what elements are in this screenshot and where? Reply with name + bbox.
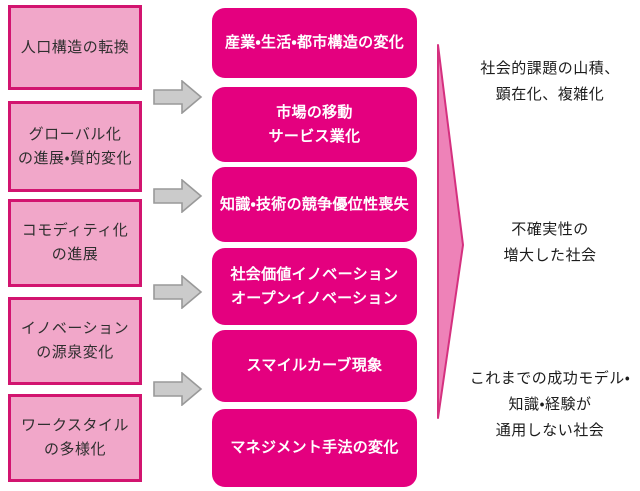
left-box-globalization: グローバル化 の進展・質的変化 <box>8 101 142 192</box>
left-box-population: 人口構造の転換 <box>8 5 142 90</box>
right-arrow-icon <box>153 179 203 213</box>
left-box-commoditization: コモディティ化 の進展 <box>8 199 142 287</box>
middle-box-management-change: マネジメント手法の変化 <box>212 409 417 487</box>
right-label-text: 社会的課題の山積、 顕在化、複雑化 <box>480 60 620 103</box>
left-box-label: コモディティ化 の進展 <box>21 222 129 263</box>
right-label-uncertainty: 不確実性の 増大した社会 <box>452 217 640 269</box>
funnel-triangle-icon <box>437 44 464 419</box>
middle-box-competitive-loss: 知識・技術の競争優位性喪失 <box>212 167 417 242</box>
middle-box-label: マネジメント手法の変化 <box>230 439 399 456</box>
right-label-social-issues: 社会的課題の山積、 顕在化、複雑化 <box>452 56 640 108</box>
right-arrow-icon <box>153 80 203 114</box>
middle-box-label: 産業・生活・都市構造の変化 <box>224 34 405 51</box>
left-box-label: グローバル化 の進展・質的変化 <box>17 125 133 167</box>
right-arrow-icon <box>153 372 203 406</box>
middle-box-open-innovation: 社会価値イノベーション オープンイノベーション <box>212 248 417 325</box>
middle-box-label: 社会価値イノベーション オープンイノベーション <box>230 265 399 307</box>
middle-box-label: 知識・技術の競争優位性喪失 <box>219 195 409 213</box>
left-box-label: イノベーション の源泉変化 <box>20 320 130 361</box>
left-box-innovation-source: イノベーション の源泉変化 <box>8 297 142 385</box>
left-box-workstyle: ワークスタイル の多様化 <box>8 394 142 482</box>
middle-box-label: 市場の移動 サービス業化 <box>268 103 361 145</box>
right-label-text: これまでの成功モデル・ 知識・経験が 通用しない社会 <box>469 370 631 439</box>
right-label-text: 不確実性の 増大した社会 <box>503 221 597 264</box>
middle-box-structure-change: 産業・生活・都市構造の変化 <box>212 8 417 78</box>
left-box-label: 人口構造の転換 <box>20 38 130 56</box>
middle-box-label: スマイルカーブ現象 <box>246 357 383 374</box>
right-arrow-icon <box>153 275 203 309</box>
middle-box-market-shift: 市場の移動 サービス業化 <box>212 87 417 162</box>
middle-box-smile-curve: スマイルカーブ現象 <box>212 330 417 402</box>
left-box-label: ワークスタイル の多様化 <box>20 417 130 458</box>
right-label-old-models: これまでの成功モデル・ 知識・経験が 通用しない社会 <box>452 366 640 444</box>
